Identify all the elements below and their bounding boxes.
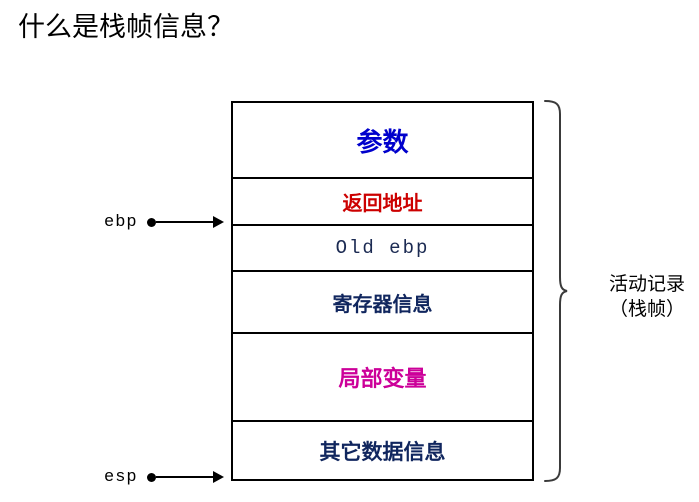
stack-row-label-local-variables: 局部变量 (338, 366, 427, 391)
pointer-ebp-dot-icon (146, 217, 156, 227)
stack-row-local-variables: 局部变量 (233, 332, 532, 420)
annotation-line-1: 活动记录 (608, 274, 685, 295)
page-title: 什么是栈帧信息？ (18, 12, 234, 42)
stack-row-label-register-info: 寄存器信息 (332, 293, 433, 316)
stack-row-other-data-info: 其它数据信息 (233, 420, 532, 479)
stack-row-label-parameters: 参数 (356, 126, 409, 157)
stack-row-label-other-data-info: 其它数据信息 (319, 440, 446, 464)
pointer-ebp: ebp (104, 211, 224, 233)
curly-brace-icon (540, 99, 568, 483)
stack-row-return-address: 返回地址 (233, 177, 532, 224)
stack-frame-diagram: 参数 返回地址 Old ebp 寄存器信息 局部变量 其它数据信息 (231, 101, 534, 481)
annotation-activation-record: 活动记录 （栈帧） (595, 272, 699, 322)
pointer-esp-label: esp (104, 467, 138, 487)
pointer-esp-dot-icon (146, 472, 156, 482)
pointer-esp-line (155, 476, 214, 478)
stack-row-old-ebp: Old ebp (233, 224, 532, 270)
pointer-ebp-label: ebp (104, 212, 138, 232)
stack-row-label-return-address: 返回地址 (342, 193, 423, 215)
stack-row-parameters: 参数 (233, 103, 532, 177)
annotation-line-2: （栈帧） (608, 299, 685, 320)
stack-row-register-info: 寄存器信息 (233, 270, 532, 332)
pointer-esp-arrowhead-icon (212, 471, 224, 483)
stack-row-label-old-ebp: Old ebp (335, 237, 430, 259)
pointer-ebp-line (155, 221, 214, 223)
pointer-ebp-arrowhead-icon (212, 216, 224, 228)
pointer-esp: esp (104, 466, 224, 488)
